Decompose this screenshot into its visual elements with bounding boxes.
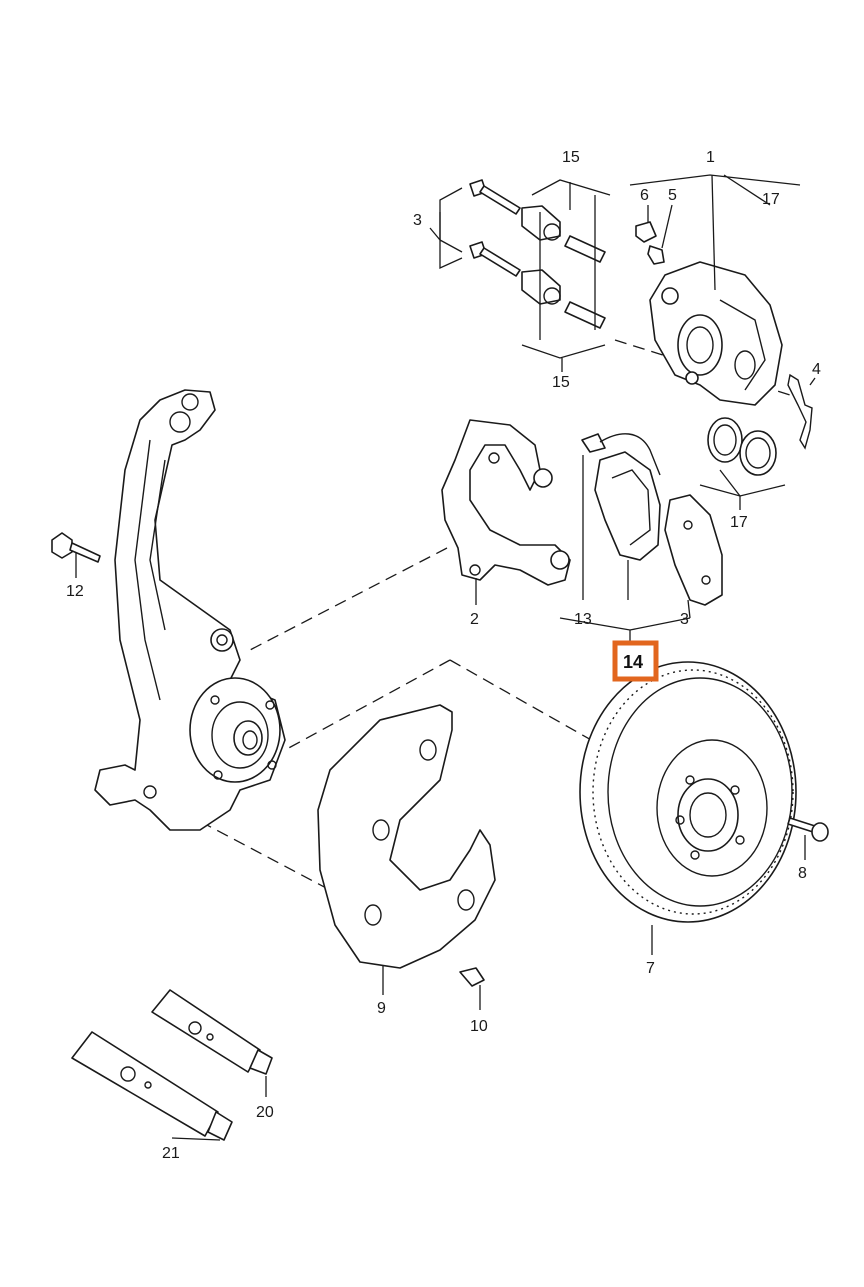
spring-clip-4 (787, 373, 813, 450)
callout-17-top: 17 (762, 191, 780, 208)
brake-pad-inner (594, 451, 661, 561)
dust-cap-6 (635, 221, 657, 243)
bleeder-screw-5 (647, 245, 665, 265)
callout-13: 13 (574, 611, 592, 628)
grease-tube-21 (71, 1031, 233, 1141)
guide-bolts-3 (469, 179, 521, 277)
callout-2: 2 (470, 611, 479, 628)
wear-sensor (581, 433, 661, 476)
callout-8: 8 (798, 865, 807, 882)
callout-12: 12 (66, 583, 84, 600)
callout-15-bottom: 15 (552, 374, 570, 391)
callout-14-highlight-box (612, 640, 659, 682)
callout-3-bolts: 3 (413, 212, 422, 229)
steering-knuckle (94, 389, 286, 831)
callout-7: 7 (646, 960, 655, 977)
callout-5: 5 (668, 187, 677, 204)
seal-rings-17 (707, 417, 777, 476)
callout-6: 6 (640, 187, 649, 204)
callout-10: 10 (470, 1018, 488, 1035)
callout-14: 14 (623, 652, 643, 672)
leader-lines (75, 174, 816, 1141)
callout-4: 4 (812, 361, 821, 378)
caliper-carrier-2 (441, 419, 571, 586)
callout-20: 20 (256, 1104, 274, 1121)
callout-21: 21 (162, 1145, 180, 1162)
screw-8 (787, 817, 829, 842)
callout-3-pads: 3 (680, 611, 689, 628)
brake-pad-outer (664, 494, 723, 606)
callout-15-top: 15 (562, 149, 580, 166)
brake-caliper-1 (649, 261, 783, 406)
grease-tube-20 (151, 989, 273, 1075)
brake-disc-7 (579, 661, 797, 923)
guide-sleeves-15 (521, 205, 606, 329)
bolt-12 (51, 532, 101, 563)
cover-plate-9 (317, 704, 496, 969)
callout-17-bottom: 17 (730, 514, 748, 531)
callout-1: 1 (706, 149, 715, 166)
callout-9: 9 (377, 1000, 386, 1017)
screw-10 (459, 967, 485, 987)
